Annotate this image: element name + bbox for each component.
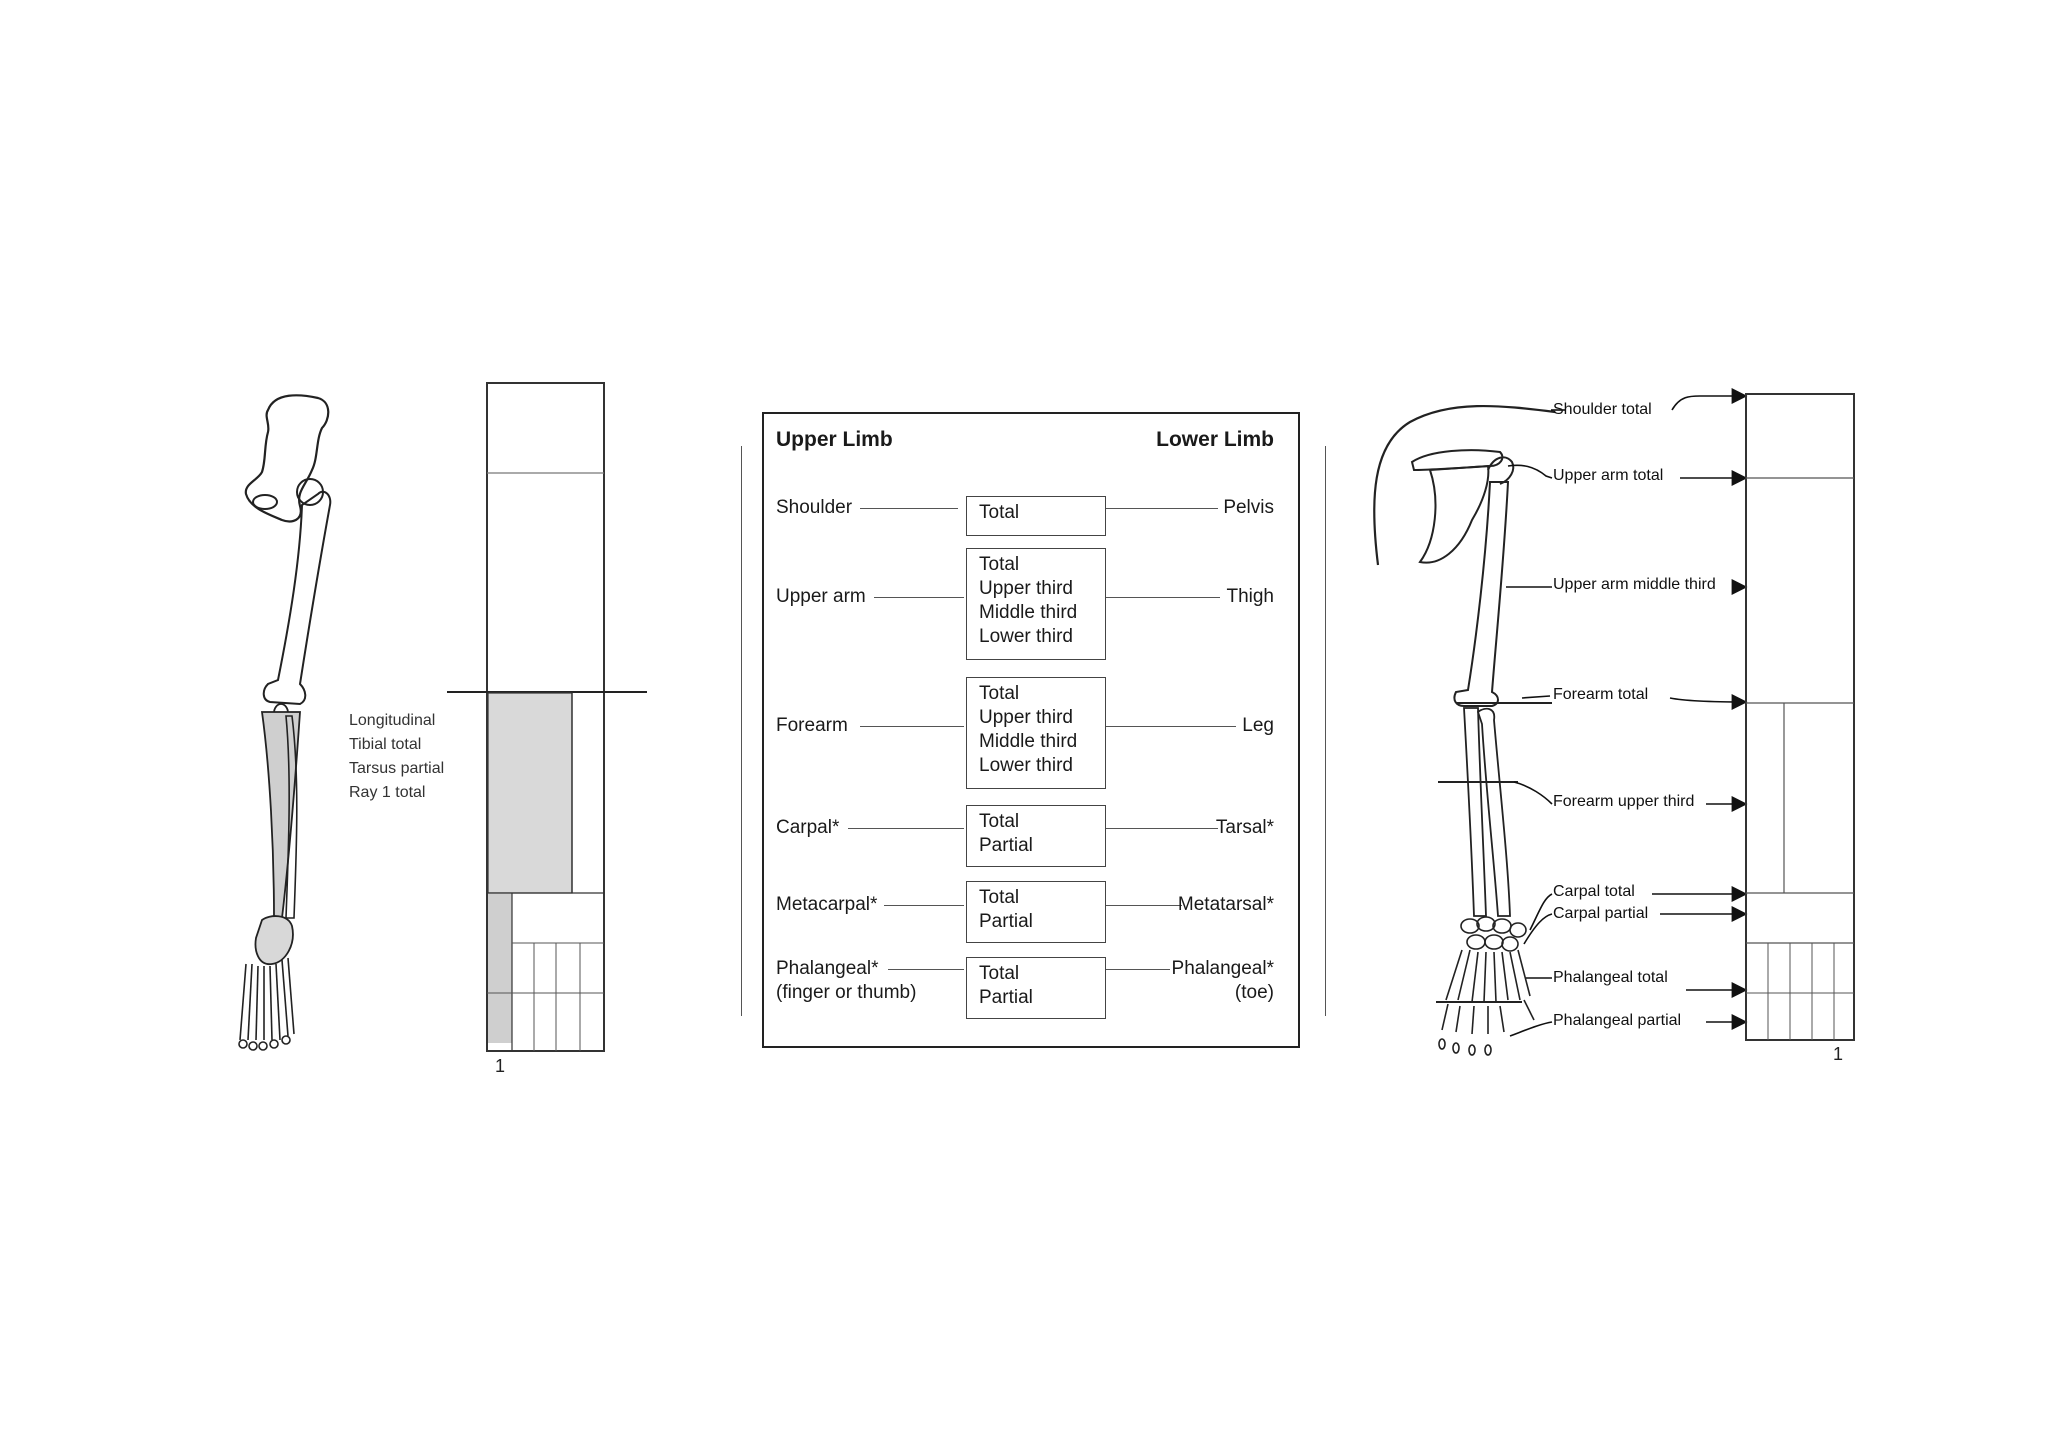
option-text: Partial [979, 835, 1033, 856]
lower-label-pelvis: Pelvis [1223, 497, 1274, 518]
foot-rays [238, 957, 295, 1051]
right-label-phalangeal-partial: Phalangeal partial [1553, 1012, 1682, 1029]
right-label-shoulder-total: Shoulder total [1553, 401, 1652, 418]
option-text: Total [979, 963, 1020, 984]
left-label-tibial-total: Tibial total [349, 736, 422, 753]
option-box-metacarpal: Total Partial [966, 881, 1106, 943]
right-label-upper-arm-total: Upper arm total [1553, 467, 1664, 484]
right-label-upper-arm-middle-third: Upper arm middle third [1553, 576, 1716, 593]
right-separator-line [1325, 446, 1326, 1016]
option-text: Total [979, 554, 1020, 575]
left-separator-line [741, 446, 742, 1016]
right-label-carpal-partial: Carpal partial [1553, 905, 1649, 922]
upper-label-carpal: Carpal* [776, 817, 840, 838]
option-text: Upper third [979, 707, 1073, 728]
classification-table: Upper Limb Lower Limb Shoulder Total Pel… [762, 412, 1300, 1048]
option-text: Total [979, 502, 1020, 523]
lower-label-leg: Leg [1242, 715, 1274, 736]
hand-bones [1438, 949, 1535, 1056]
lower-label-tarsal: Tarsal* [1215, 817, 1274, 838]
humerus [1453, 481, 1510, 707]
option-text: Middle third [979, 731, 1078, 752]
connector-line [874, 597, 964, 598]
leader-lines [1506, 388, 1748, 1037]
header-upper-limb: Upper Limb [776, 428, 893, 451]
option-text: Total [979, 887, 1020, 908]
left-axis-number: 1 [495, 1056, 506, 1076]
left-bar-tarsus-shaded [488, 893, 512, 1043]
option-text: Lower third [979, 626, 1073, 647]
carpal-bones [1460, 916, 1527, 952]
left-bar-tibial-shaded [487, 692, 573, 894]
left-label-ray-1-total: Ray 1 total [349, 784, 426, 801]
shoulder-outline [1373, 404, 1556, 566]
connector-line [888, 969, 964, 970]
upper-label-metacarpal: Metacarpal* [776, 894, 878, 915]
upper-label-shoulder: Shoulder [776, 497, 853, 518]
connector-line [860, 726, 964, 727]
left-label-longitudinal: Longitudinal [349, 712, 436, 729]
connector-line [860, 508, 958, 509]
lower-label-thigh: Thigh [1226, 586, 1274, 607]
pelvis-bone [244, 394, 330, 523]
upper-label-phalangeal: Phalangeal* [776, 958, 879, 979]
right-label-phalangeal-total: Phalangeal total [1553, 969, 1668, 986]
lower-label-metatarsal: Metatarsal* [1177, 894, 1274, 915]
right-axis-number: 1 [1833, 1044, 1844, 1064]
upper-label-upper-arm: Upper arm [776, 586, 866, 607]
option-text: Upper third [979, 578, 1073, 599]
right-label-forearm-upper-third: Forearm upper third [1553, 793, 1695, 810]
obturator-foramen [252, 494, 278, 510]
connector-line [1106, 828, 1218, 829]
connector-line [1106, 597, 1220, 598]
connector-line [1106, 905, 1182, 906]
radius [1476, 707, 1511, 917]
option-text: Total [979, 683, 1020, 704]
left-bar-outline [486, 382, 605, 1052]
humerus-head [1487, 456, 1515, 485]
lower-label-phalangeal: Phalangeal* [1171, 958, 1274, 979]
right-label-forearm-total: Forearm total [1553, 686, 1649, 703]
option-text: Partial [979, 911, 1033, 932]
upper-label-forearm: Forearm [776, 715, 848, 736]
option-box-carpal: Total Partial [966, 805, 1106, 867]
tarsus [254, 915, 294, 965]
femur [262, 490, 332, 706]
left-label-tarsus-partial: Tarsus partial [349, 760, 445, 777]
connector-line [1106, 726, 1236, 727]
right-label-carpal-total: Carpal total [1553, 883, 1635, 900]
right-bar-outline [1745, 393, 1855, 1041]
option-text: Total [979, 811, 1020, 832]
upper-label-phalangeal-note: (finger or thumb) [776, 982, 917, 1003]
connector-line [848, 828, 964, 829]
option-text: Partial [979, 987, 1033, 1008]
option-text: Lower third [979, 755, 1073, 776]
option-box-phalangeal: Total Partial [966, 957, 1106, 1019]
header-lower-limb: Lower Limb [1156, 428, 1274, 451]
option-box-shoulder: Total [966, 496, 1106, 536]
lower-label-phalangeal-note: (toe) [1234, 982, 1274, 1003]
connector-line [1106, 969, 1170, 970]
connector-line [1106, 508, 1218, 509]
scapula [1418, 464, 1490, 564]
option-text: Middle third [979, 602, 1078, 623]
option-box-forearm: Total Upper third Middle third Lower thi… [966, 677, 1106, 789]
connector-line [884, 905, 964, 906]
option-box-upper-arm: Total Upper third Middle third Lower thi… [966, 548, 1106, 660]
